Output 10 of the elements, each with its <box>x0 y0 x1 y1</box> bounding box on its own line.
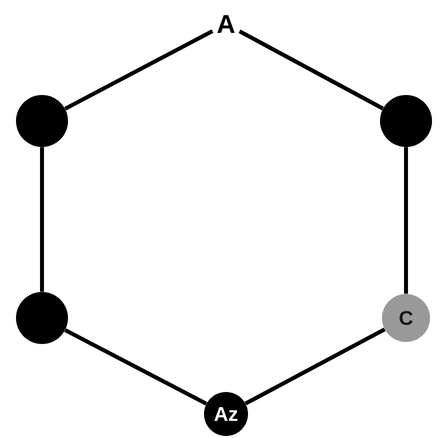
edge-line <box>244 328 386 406</box>
edge-line <box>238 30 384 110</box>
node-circle <box>380 94 432 147</box>
node-label: A <box>217 15 235 33</box>
node-circle <box>16 292 68 344</box>
edge-line <box>404 147 408 294</box>
edge-line <box>64 328 208 406</box>
edge-line <box>64 29 214 111</box>
node-circle <box>16 94 68 147</box>
edge-line <box>40 147 44 292</box>
